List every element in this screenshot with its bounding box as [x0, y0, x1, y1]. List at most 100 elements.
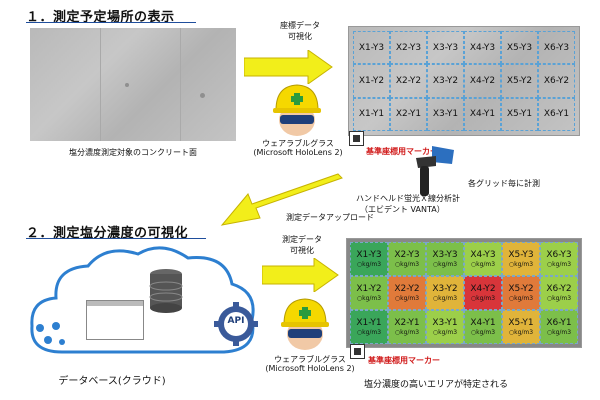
heatmap-cell: X2-Y2○kg/m3 — [388, 276, 426, 310]
heatmap-cell-label: X6-Y3 — [546, 250, 572, 260]
grid-cell-label: X3-Y2 — [432, 75, 459, 86]
heatmap-cell-value: ○kg/m3 — [394, 329, 420, 336]
heatmap-cell: X6-Y3○kg/m3 — [540, 242, 578, 276]
grid-cell-top: X6-Y2 — [538, 64, 575, 98]
heatmap-cell-value: ○kg/m3 — [394, 295, 420, 302]
concrete-surface-photo — [30, 28, 236, 141]
heatmap-cell-label: X2-Y1 — [394, 318, 420, 328]
grid-cell-top: X5-Y3 — [501, 31, 538, 65]
section2-underline — [26, 238, 206, 239]
grid-cell-top: X1-Y3 — [353, 31, 390, 65]
api-gear-icon — [214, 302, 258, 346]
grid-cell-label: X5-Y1 — [506, 109, 533, 120]
heatmap-cell-label: X1-Y3 — [356, 250, 382, 260]
right-arrow-bottom — [262, 258, 339, 292]
heatmap-cell-value: ○kg/m3 — [432, 295, 458, 302]
grid-cell-label: X4-Y3 — [469, 42, 496, 53]
heatmap-cell: X1-Y3○kg/m3 — [350, 242, 388, 276]
helmet-worker-icon-top — [273, 84, 321, 136]
arrow-bottom-label-line1: 測定データ — [282, 235, 322, 244]
heatmap-cell-label: X5-Y2 — [508, 284, 534, 294]
grid-cell-label: X5-Y2 — [506, 75, 533, 86]
glasses-label-top-line1: ウェアラブルグラス — [262, 139, 334, 148]
heatmap-cell: X2-Y3○kg/m3 — [388, 242, 426, 276]
heatmap-cell: X3-Y3○kg/m3 — [426, 242, 464, 276]
api-label: API — [227, 316, 245, 326]
grid-cell-label: X3-Y1 — [432, 109, 459, 120]
heatmap-cell-label: X4-Y3 — [470, 250, 496, 260]
grid-cell-label: X1-Y3 — [358, 42, 385, 53]
grid-cell-label: X2-Y3 — [395, 42, 422, 53]
heatmap-cell-value: ○kg/m3 — [546, 329, 572, 336]
grid-cell-top: X4-Y3 — [464, 31, 501, 65]
heatmap-cell-value: ○kg/m3 — [508, 295, 534, 302]
heatmap-cell: X6-Y2○kg/m3 — [540, 276, 578, 310]
heatmap-cell: X3-Y2○kg/m3 — [426, 276, 464, 310]
grid-cell-top: X4-Y2 — [464, 64, 501, 98]
heatmap-cell-label: X6-Y2 — [546, 284, 572, 294]
heatmap-cell-value: ○kg/m3 — [470, 295, 496, 302]
section1-title: １．測定予定場所の表示 — [26, 10, 175, 25]
heatmap-cell: X4-Y1○kg/m3 — [464, 310, 502, 344]
grid-cell-top: X6-Y1 — [538, 97, 575, 131]
upload-arrow — [220, 173, 343, 226]
marker-label-top: 基準座標用マーカー — [366, 147, 438, 156]
heatmap-cell-label: X3-Y2 — [432, 284, 458, 294]
upload-label: 測定データアップロード — [286, 213, 374, 222]
heatmap-cell: X4-Y2○kg/m3 — [464, 276, 502, 310]
grid-cell-top: X4-Y1 — [464, 97, 501, 131]
heatmap-cell-value: ○kg/m3 — [356, 329, 382, 336]
grid-cell-label: X6-Y1 — [543, 109, 570, 120]
helmet-worker-icon-bottom — [281, 298, 329, 350]
heatmap-cell-value: ○kg/m3 — [546, 261, 572, 268]
right-arrow-top — [244, 50, 333, 84]
grid-cell-label: X4-Y2 — [469, 75, 496, 86]
grid-cell-top: X5-Y2 — [501, 64, 538, 98]
heatmap-cell-label: X1-Y1 — [356, 318, 382, 328]
grid-cell-label: X4-Y1 — [469, 109, 496, 120]
grid-cell-label: X3-Y3 — [432, 42, 459, 53]
heatmap-cell: X6-Y1○kg/m3 — [540, 310, 578, 344]
grid-cell-label: X1-Y1 — [358, 109, 385, 120]
heatmap-cell: X3-Y1○kg/m3 — [426, 310, 464, 344]
grid-cell-top: X1-Y1 — [353, 97, 390, 131]
heatmap-cell-value: ○kg/m3 — [432, 329, 458, 336]
heatmap-cell: X5-Y3○kg/m3 — [502, 242, 540, 276]
heatmap-cell: X5-Y2○kg/m3 — [502, 276, 540, 310]
grid-cell-top: X6-Y3 — [538, 31, 575, 65]
grid-cell-top: X3-Y2 — [427, 64, 464, 98]
grid-cell-top: X1-Y2 — [353, 64, 390, 98]
grid-cell-top: X2-Y3 — [390, 31, 427, 65]
arrow-bottom-label-line2: 可視化 — [290, 246, 314, 255]
heatmap-cell-label: X5-Y1 — [508, 318, 534, 328]
heatmap-cell-value: ○kg/m3 — [508, 329, 534, 336]
concrete-caption: 塩分濃度測定対象のコンクリート面 — [69, 148, 197, 157]
grid-cell-label: X6-Y3 — [543, 42, 570, 53]
heatmap-cell-label: X1-Y2 — [356, 284, 382, 294]
glasses-label-bottom-line1: ウェアラブルグラス — [274, 355, 346, 364]
database-cylinder-icon — [149, 269, 183, 313]
section2-title: ２．測定塩分濃度の可視化 — [26, 226, 189, 241]
grid-measure-label: 各グリッド毎に計測 — [468, 179, 540, 188]
marker-qr-icon — [349, 131, 364, 146]
arrow-top-label-line1: 座標データ — [280, 21, 320, 30]
grid-cell-top: X2-Y2 — [390, 64, 427, 98]
glasses-label-top-line2: (Microsoft HoloLens 2) — [253, 148, 343, 157]
marker-label-bottom: 基準座標用マーカー — [368, 356, 440, 365]
grid-cell-label: X1-Y2 — [358, 75, 385, 86]
grid-cell-top: X3-Y3 — [427, 31, 464, 65]
heatmap-cell-label: X2-Y3 — [394, 250, 420, 260]
heatmap-cell-value: ○kg/m3 — [356, 295, 382, 302]
heatmap-cell-label: X6-Y1 — [546, 318, 572, 328]
glasses-label-bottom-line2: (Microsoft HoloLens 2) — [265, 364, 355, 373]
marker-qr-icon-bottom — [350, 344, 365, 359]
result-caption: 塩分濃度の高いエリアが特定される — [364, 380, 509, 390]
grid-cell-label: X6-Y2 — [543, 75, 570, 86]
grid-cell-top: X3-Y1 — [427, 97, 464, 131]
handheld-xrf-device-icon — [416, 146, 454, 196]
heatmap-cell-value: ○kg/m3 — [394, 261, 420, 268]
heatmap-cell-value: ○kg/m3 — [508, 261, 534, 268]
